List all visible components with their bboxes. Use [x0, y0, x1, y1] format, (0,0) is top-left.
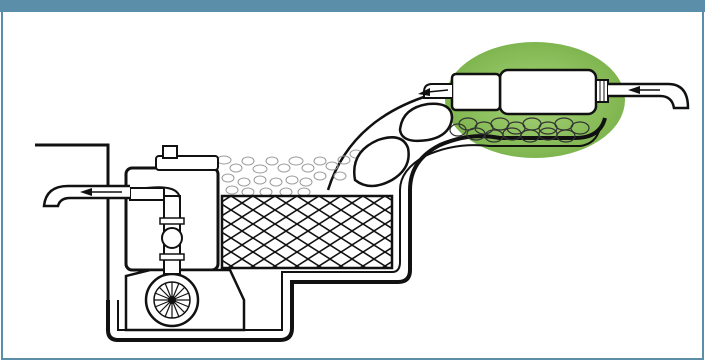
- pipe-elbow: [129, 187, 165, 201]
- inlet-flow-arrow-head: [628, 86, 640, 94]
- pump-icon: [144, 272, 200, 328]
- outlet-flow-arrow-head: [80, 188, 92, 196]
- uv-clarifier-icon: [450, 68, 609, 116]
- pipe-elbow-curve: [145, 186, 181, 201]
- skimmer-cap: [162, 145, 178, 159]
- filter-media: [220, 194, 394, 270]
- uv-outlet-arrow-head: [418, 88, 430, 96]
- ramp-rock-upper: [398, 102, 454, 143]
- gravel-under-uv: [449, 117, 590, 143]
- outlet-pipe: [42, 184, 130, 208]
- uv-outlet-arrow-line: [427, 89, 449, 93]
- filter-body-inner: [117, 127, 601, 331]
- filter-body-outer: [106, 117, 607, 342]
- ramp-rock-lower: [353, 136, 410, 188]
- valve-icon: [159, 217, 185, 261]
- header-bar: [0, 0, 705, 12]
- skimmer-lid: [155, 155, 219, 171]
- pond-edge: [35, 143, 110, 318]
